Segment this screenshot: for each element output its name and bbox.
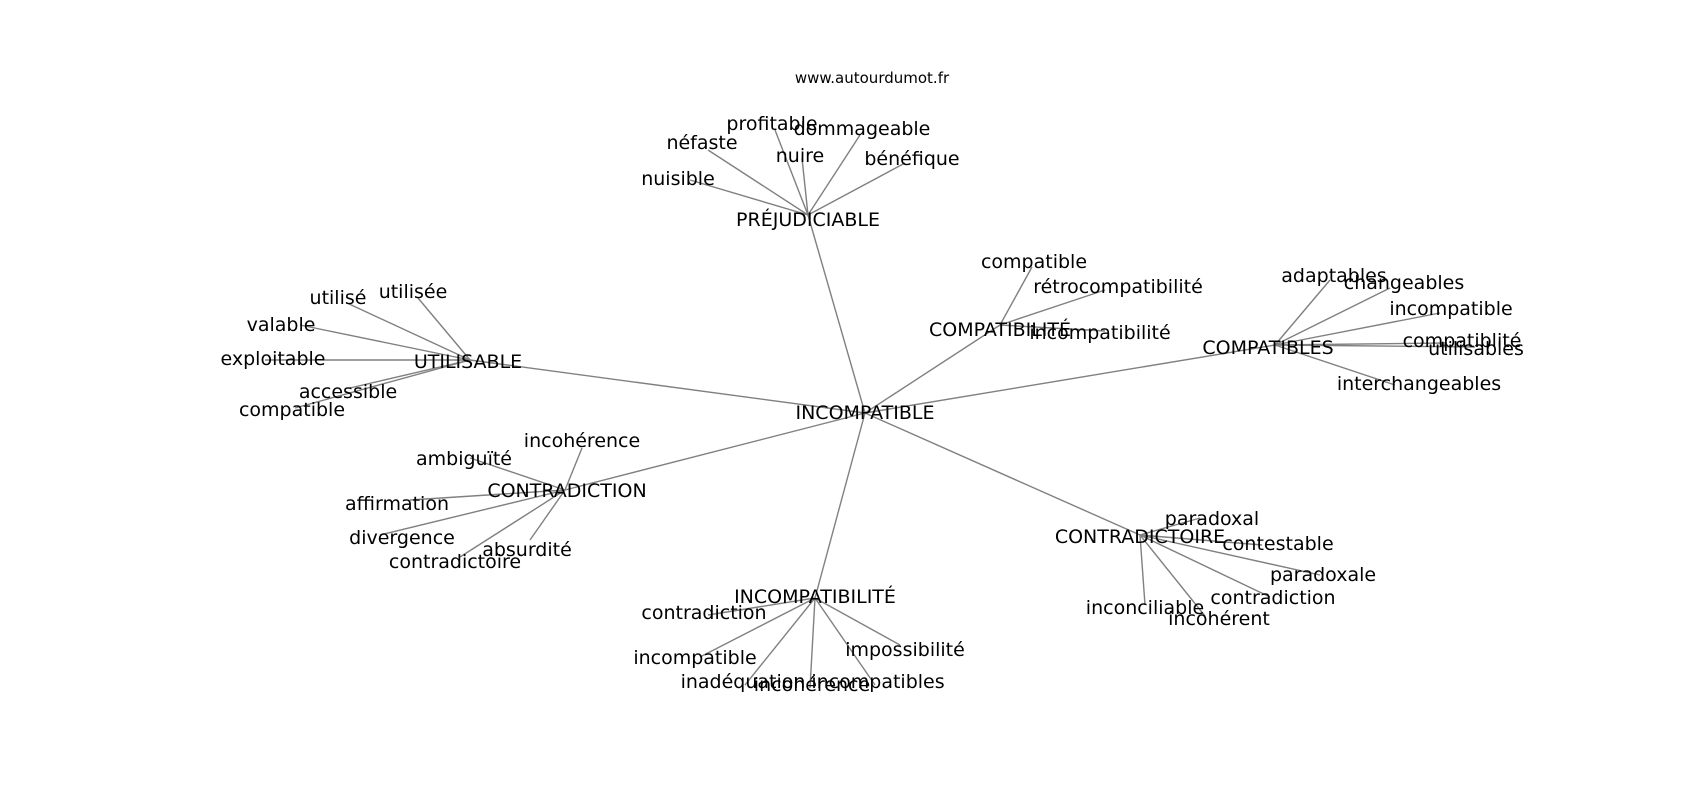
edge-hub-to-leaf	[814, 597, 901, 646]
leaf-word[interactable]: inconciliable	[1086, 597, 1204, 619]
leaf-word[interactable]: interchangeables	[1337, 373, 1501, 395]
edge-hub-to-leaf	[689, 179, 809, 216]
edge-root-to-hub	[807, 214, 866, 414]
edge-root-to-hub	[564, 412, 866, 491]
edge-hub-to-leaf	[294, 359, 471, 409]
edge-root-to-hub	[469, 359, 866, 414]
leaf-word[interactable]: incompatibles	[811, 671, 944, 693]
leaf-word[interactable]: contestable	[1222, 533, 1333, 555]
edge-root-to-hub	[864, 412, 1141, 536]
edge-hub-to-leaf	[999, 266, 1033, 326]
leaf-word[interactable]: utilisé	[310, 287, 367, 309]
edge-hub-to-leaf	[1274, 344, 1396, 386]
edge-root-to-hub	[814, 412, 866, 599]
hub-word[interactable]: PRÉJUDICIABLE	[736, 208, 880, 231]
leaf-word[interactable]: exploitable	[221, 348, 326, 370]
edge-hub-to-leaf	[999, 324, 1106, 332]
leaf-word[interactable]: utilisée	[379, 281, 448, 303]
edge-hub-to-leaf	[1139, 534, 1321, 576]
edge-hub-to-leaf	[409, 489, 566, 501]
root-word[interactable]: INCOMPATIBLE	[795, 402, 934, 424]
leaf-word[interactable]: absurdité	[482, 539, 572, 561]
edge-hub-to-leaf	[707, 149, 809, 216]
edge-hub-to-leaf	[1139, 534, 1206, 617]
edge-hub-to-leaf	[814, 597, 876, 686]
leaf-word[interactable]: incompatible	[633, 647, 756, 669]
leaf-word[interactable]: utilisables	[1428, 338, 1524, 360]
hub-word[interactable]: CONTRADICTION	[487, 480, 646, 502]
leaf-word[interactable]: changeables	[1344, 272, 1465, 294]
edge-hub-to-leaf	[417, 297, 471, 361]
edge-hub-to-leaf	[529, 489, 566, 541]
hub-word[interactable]: COMPATIBILITÉ	[929, 318, 1071, 341]
edge-hub-to-leaf	[299, 324, 471, 361]
edge-hub-to-leaf	[1139, 534, 1271, 598]
leaf-word[interactable]: divergence	[349, 527, 455, 549]
leaf-word[interactable]: nuisible	[641, 168, 715, 190]
edge-hub-to-leaf	[469, 457, 566, 491]
leaf-word[interactable]: adaptables	[1281, 265, 1386, 287]
edge-hub-to-leaf	[1274, 312, 1441, 346]
edge-hub-to-leaf	[807, 134, 861, 216]
leaf-word[interactable]: incompatibilité	[1029, 322, 1170, 344]
leaf-word[interactable]: incohérence	[524, 430, 640, 452]
leaf-word[interactable]: ambiguïté	[416, 448, 512, 470]
leaf-word[interactable]: accessible	[299, 381, 397, 403]
site-url[interactable]: www.autourdumot.fr	[795, 69, 950, 87]
leaf-word[interactable]: incompatible	[1389, 298, 1512, 320]
edge-root-to-hub	[864, 324, 1001, 414]
leaf-word[interactable]: contradiction	[1210, 587, 1335, 609]
edge-hub-to-leaf	[564, 447, 583, 491]
leaf-word[interactable]: profitable	[726, 113, 817, 135]
leaf-word[interactable]: compatible	[239, 399, 345, 421]
leaf-word[interactable]: incohérent	[1168, 608, 1270, 630]
hub-word[interactable]: INCOMPATIBILITÉ	[734, 585, 896, 608]
edge-hub-to-leaf	[1274, 344, 1476, 348]
edge-hub-to-leaf	[801, 157, 809, 216]
edge-hub-to-leaf	[774, 129, 809, 216]
leaf-word[interactable]: néfaste	[666, 132, 737, 154]
edges-layer	[265, 129, 1476, 689]
leaf-word[interactable]: compatible	[981, 251, 1087, 273]
edge-hub-to-leaf	[1139, 534, 1146, 606]
edge-hub-to-leaf	[744, 597, 816, 686]
leaf-word[interactable]: impossibilité	[845, 639, 965, 661]
hub-word[interactable]: COMPATIBLES	[1202, 337, 1333, 359]
leaf-word[interactable]: contradictoire	[389, 551, 521, 573]
edge-hub-to-leaf	[699, 597, 816, 658]
edge-hub-to-leaf	[379, 489, 566, 536]
edge-hub-to-leaf	[1139, 534, 1263, 546]
edge-hub-to-leaf	[807, 162, 906, 216]
leaf-word[interactable]: contradiction	[641, 602, 766, 624]
leaf-word[interactable]: paradoxale	[1270, 564, 1376, 586]
leaf-word[interactable]: valable	[247, 314, 316, 336]
edge-hub-to-leaf	[1274, 279, 1331, 346]
edge-hub-to-leaf	[809, 597, 816, 689]
leaf-word[interactable]: paradoxal	[1165, 508, 1259, 530]
edge-hub-to-leaf	[1139, 517, 1201, 536]
edge-hub-to-leaf	[346, 302, 471, 361]
edge-hub-to-leaf	[707, 597, 816, 616]
edge-hub-to-leaf	[459, 489, 566, 558]
leaf-word[interactable]: inadéquation	[681, 671, 806, 693]
edge-root-to-hub	[864, 344, 1276, 414]
hub-word[interactable]: UTILISABLE	[414, 351, 522, 373]
leaf-word[interactable]: rétrocompatibilité	[1033, 276, 1203, 298]
leaf-word[interactable]: bénéfique	[864, 148, 959, 170]
leaf-word[interactable]: compatiblité	[1403, 330, 1522, 352]
leaf-word[interactable]: incohérence	[754, 674, 870, 696]
leaf-word[interactable]: affirmation	[345, 493, 449, 515]
edge-hub-to-leaf	[1274, 287, 1391, 346]
leaf-word[interactable]: dommageable	[794, 118, 931, 140]
edge-hub-to-leaf	[999, 289, 1106, 326]
hub-word[interactable]: CONTRADICTOIRE	[1055, 526, 1225, 548]
leaf-word[interactable]: nuire	[776, 145, 824, 167]
edge-hub-to-leaf	[349, 359, 471, 389]
